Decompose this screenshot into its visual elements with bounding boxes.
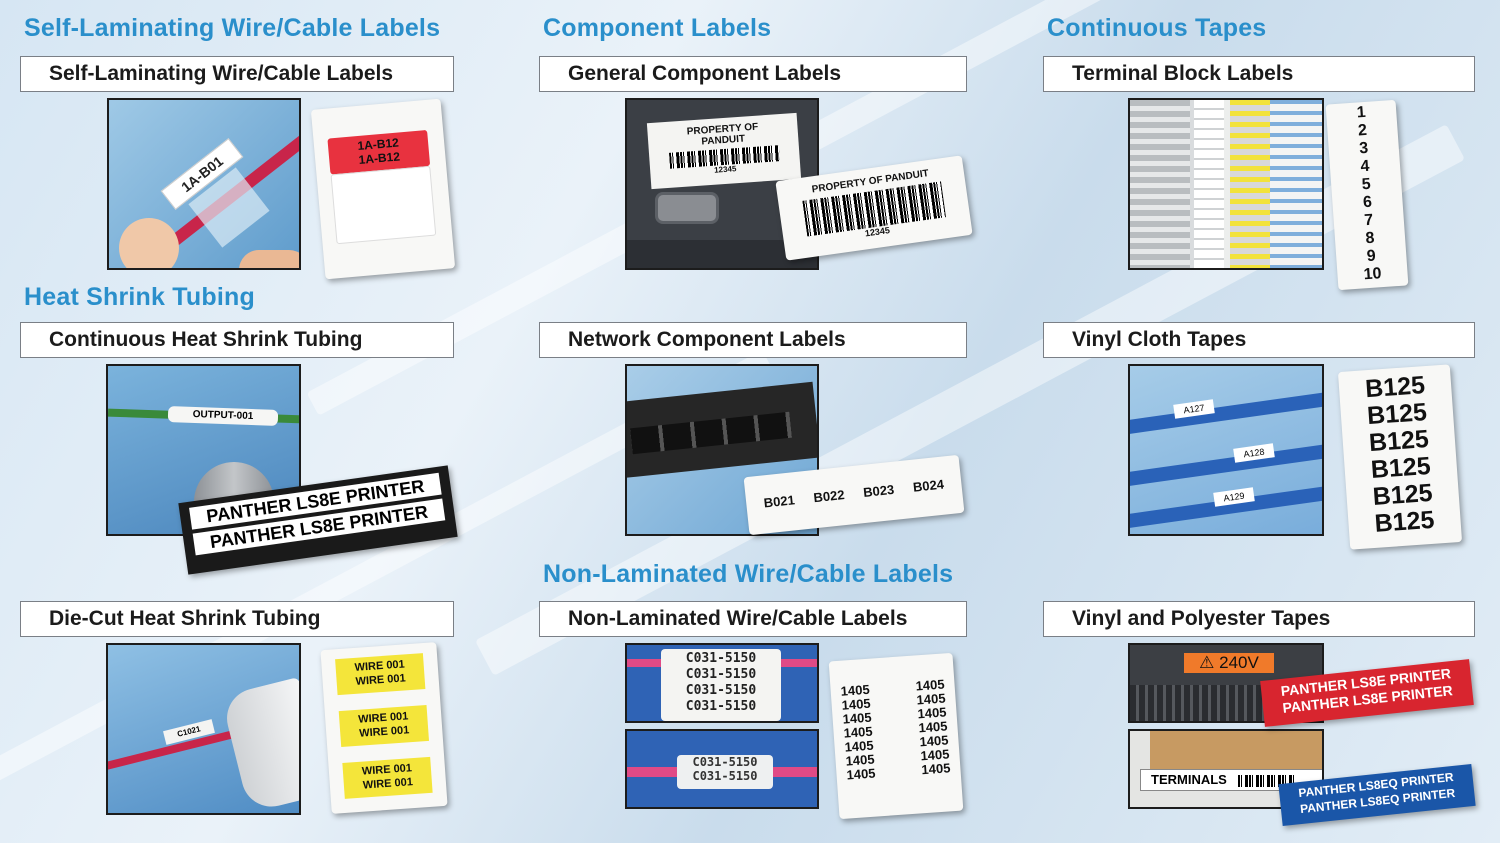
network-label: B021 (763, 492, 796, 511)
vinyl-cloth-photo: A127 A128 A129 (1128, 364, 1324, 536)
product-title-network-component: Network Component Labels (539, 322, 967, 358)
warning-label: ⚠ 240V (1184, 653, 1274, 673)
product-title-die-cut-heat-shrink: Die-Cut Heat Shrink Tubing (20, 601, 454, 637)
terminals-label: TERMINALS (1140, 769, 1322, 791)
section-heading-non-laminated: Non-Laminated Wire/Cable Labels (543, 560, 954, 588)
product-title-non-laminated: Non-Laminated Wire/Cable Labels (539, 601, 967, 637)
product-title-general-component: General Component Labels (539, 56, 967, 92)
photo-label-line: C031-5150 (685, 651, 757, 666)
product-title-vinyl-cloth: Vinyl Cloth Tapes (1043, 322, 1475, 358)
photo-label-line: C031-5150 (685, 683, 757, 698)
photo-sleeve-label: OUTPUT-001 (167, 406, 279, 426)
product-title-continuous-heat-shrink: Continuous Heat Shrink Tubing (20, 322, 454, 358)
product-title-self-laminating: Self-Laminating Wire/Cable Labels (20, 56, 454, 92)
card-number: 1405 (920, 760, 951, 778)
terminal-block-photo (1128, 98, 1324, 270)
photo-label-line: C031-5150 (685, 699, 757, 714)
network-label: B024 (912, 476, 945, 495)
network-label: B022 (812, 487, 846, 506)
section-heading-heat-shrink: Heat Shrink Tubing (24, 283, 255, 311)
card-number: 1405 (846, 765, 876, 783)
die-cut-heat-shrink-photo: C1021 (106, 643, 301, 815)
section-heading-self-laminating: Self-Laminating Wire/Cable Labels (24, 14, 441, 42)
photo-label-line: C031-5150 (685, 667, 757, 682)
terminal-number: 10 (1363, 265, 1383, 284)
photo-label-line: C031-5150 (692, 755, 758, 769)
product-title-terminal-block: Terminal Block Labels (1043, 56, 1475, 92)
photo-label-line: C031-5150 (692, 769, 758, 783)
product-title-vinyl-polyester: Vinyl and Polyester Tapes (1043, 601, 1475, 637)
network-label: B023 (862, 481, 895, 500)
self-laminating-photo: 1A-B01 (107, 98, 301, 270)
terminals-text: TERMINALS (1151, 772, 1227, 787)
photo-asset-label: PROPERTY OF PANDUIT 12345 (646, 112, 802, 190)
self-laminating-label-card: 1A-B12 1A-B12 (310, 98, 456, 280)
section-heading-continuous: Continuous Tapes (1047, 14, 1267, 42)
section-heading-component: Component Labels (543, 14, 772, 42)
